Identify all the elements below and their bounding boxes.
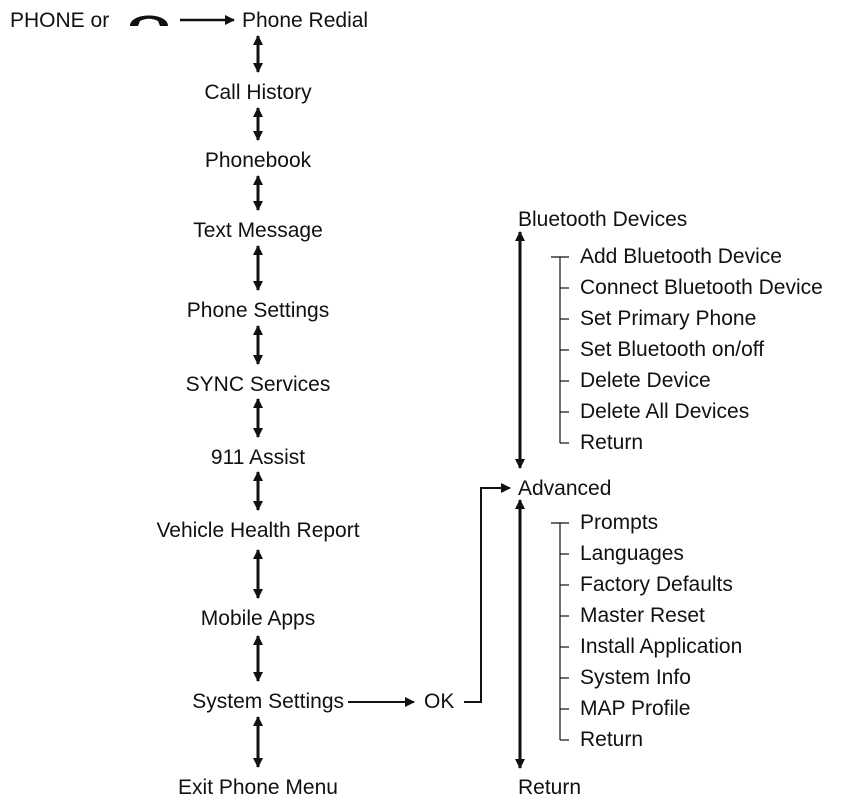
submenu-return: Return <box>518 776 582 799</box>
bluetooth-item: Set Bluetooth on/off <box>580 338 765 361</box>
advanced-item: Languages <box>580 542 684 565</box>
bluetooth-item: Set Primary Phone <box>580 307 757 330</box>
advanced-item: Return <box>580 728 644 751</box>
advanced-item: Install Application <box>580 635 743 658</box>
advanced-item: Master Reset <box>580 604 705 627</box>
advanced-item: Factory Defaults <box>580 573 733 596</box>
menu-item-phone-settings: Phone Settings <box>186 299 330 322</box>
menu-item-phonebook: Phonebook <box>204 149 312 172</box>
menu-item-mobile-apps: Mobile Apps <box>200 607 316 630</box>
bluetooth-item: Connect Bluetooth Device <box>580 276 823 299</box>
advanced-item: System Info <box>580 666 691 689</box>
menu-item-text-message: Text Message <box>193 219 323 242</box>
menu-item-vehicle-health-report: Vehicle Health Report <box>156 519 360 542</box>
menu-item-system-settings: System Settings <box>192 690 344 713</box>
bluetooth-item: Return <box>580 431 644 454</box>
menu-item-sync-services: SYNC Services <box>185 373 331 396</box>
ok-label: OK <box>424 690 455 713</box>
menu-item-911-assist: 911 Assist <box>210 446 306 469</box>
bluetooth-item: Add Bluetooth Device <box>580 245 782 268</box>
advanced-item: Prompts <box>580 511 659 534</box>
submenu-advanced: Advanced <box>518 477 612 500</box>
bluetooth-item: Delete All Devices <box>580 400 750 423</box>
bluetooth-item: Delete Device <box>580 369 711 392</box>
menu-item-exit-phone-menu: Exit Phone Menu <box>178 776 338 799</box>
advanced-item: MAP Profile <box>580 697 691 720</box>
menu-item-call-history: Call History <box>204 81 312 104</box>
phone-handset-icon <box>130 15 168 26</box>
submenu-bluetooth-devices: Bluetooth Devices <box>518 208 688 231</box>
start-label: PHONE or <box>10 9 110 32</box>
menu-item-phone-redial: Phone Redial <box>242 9 369 32</box>
